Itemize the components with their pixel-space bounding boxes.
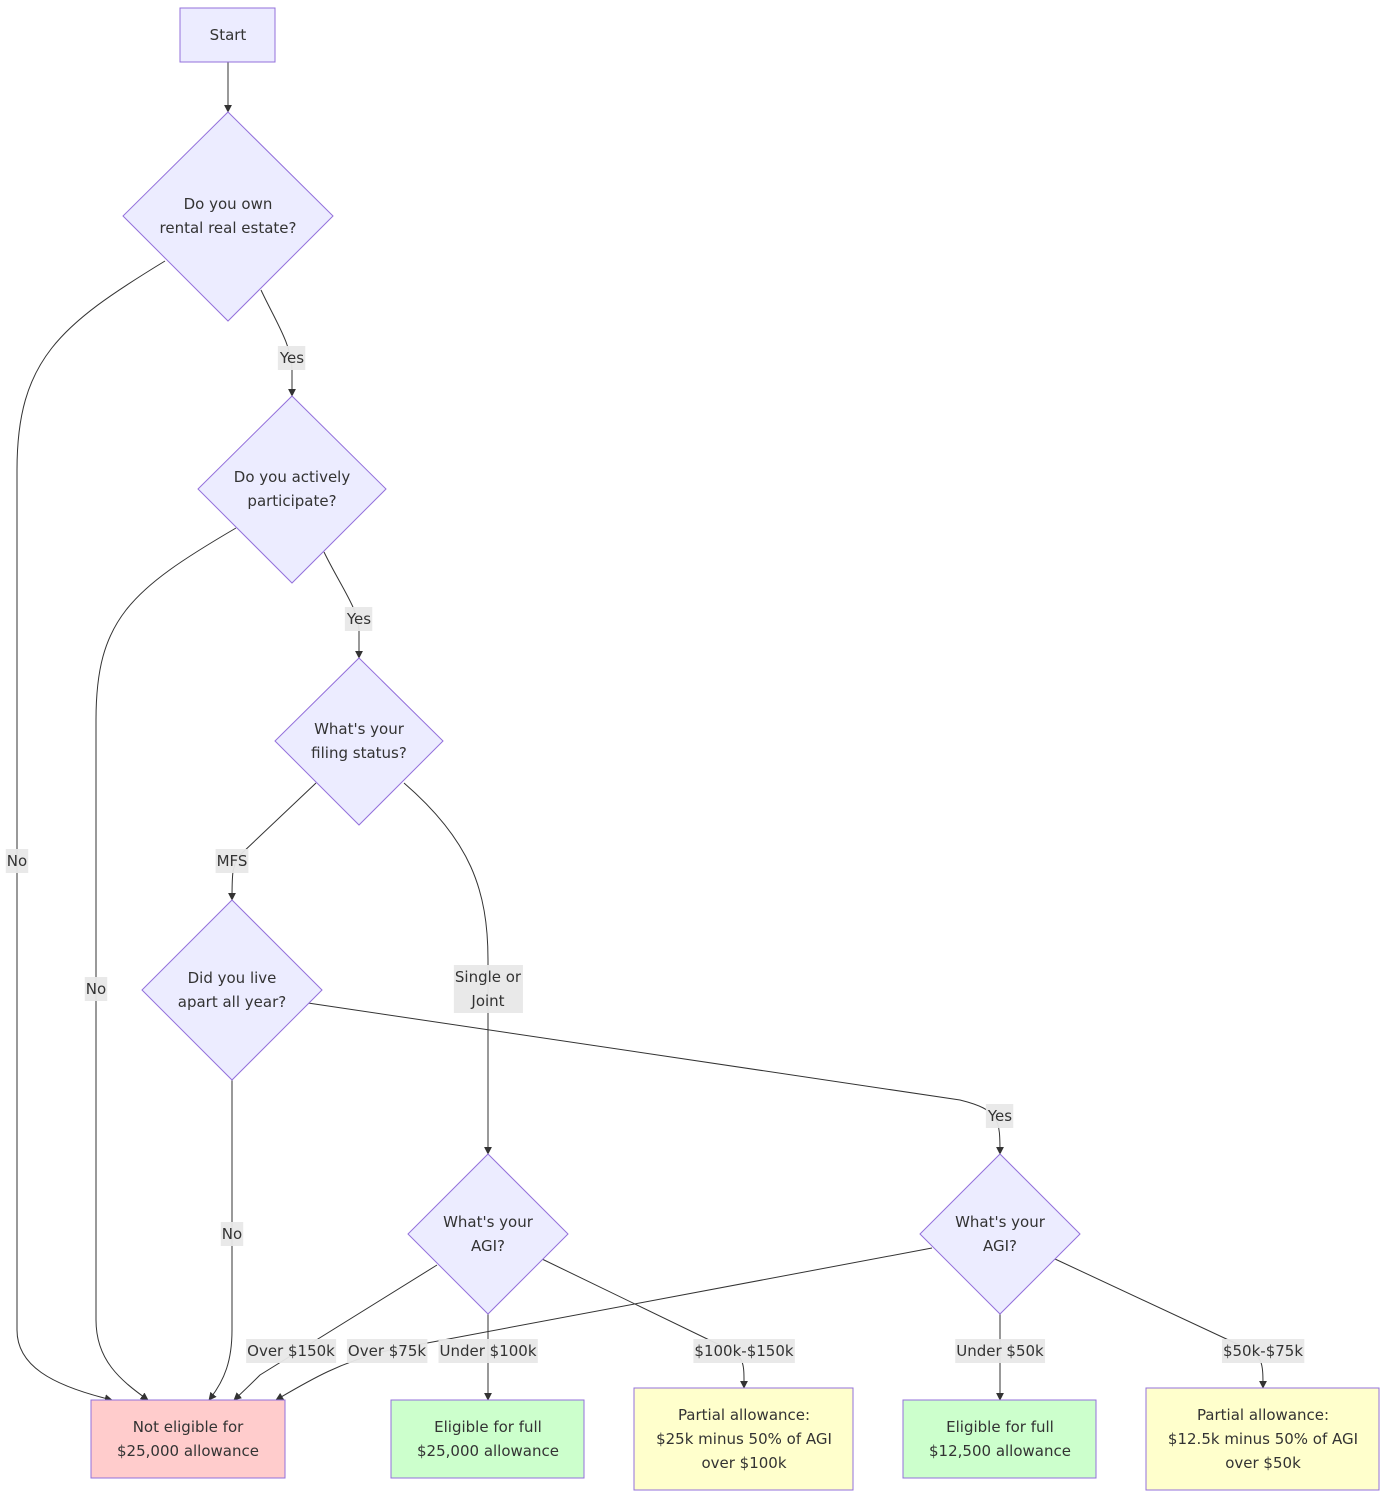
edge-own-rental-yes (260, 289, 296, 397)
edge-label-text: Under $100k (439, 1342, 536, 1360)
edge-label-text: $50k-$75k (1223, 1342, 1303, 1360)
edge-label-agim-over: Over $75k (346, 1339, 428, 1363)
edge-label-background (1221, 1339, 1305, 1363)
edge-label-text: $100k-$150k (694, 1342, 793, 1360)
edge-label-background (985, 1104, 1014, 1128)
edge-agi-joint-over (233, 1264, 438, 1401)
edge-label-apart-yes: Yes (985, 1104, 1014, 1128)
edge-label-text: Yes (346, 610, 371, 628)
edge-label-background (84, 977, 108, 1001)
edge-label-background (215, 849, 249, 873)
edge-apart-no (208, 1080, 233, 1401)
result-not-eligible (90, 1399, 286, 1479)
edge-label-text: Under $50k (956, 1342, 1044, 1360)
decision-actively-participate (197, 395, 387, 584)
edge-label-text: Over $75k (348, 1342, 426, 1360)
edge-label-text: MFS (217, 852, 248, 870)
edge-label-background (344, 607, 373, 631)
node-label-partial-12: Partial allowance:$12.5k minus 50% of AG… (1168, 1406, 1358, 1472)
node-label-eligible-25: Eligible for full$25,000 allowance (417, 1418, 559, 1460)
edge-apart-yes (307, 1002, 1004, 1155)
edge-label-agim-mid: $50k-$75k (1221, 1339, 1305, 1363)
result-eligible-25000 (390, 1399, 585, 1479)
edge-active-no (95, 527, 237, 1401)
decision-agi-single-joint (407, 1153, 569, 1315)
edge-label-text: Yes (987, 1107, 1012, 1125)
edge-active-yes (323, 551, 363, 659)
edge-label-text: Yes (279, 349, 304, 367)
edge-label-filing-mfs: MFS (215, 849, 249, 873)
edge-label-agij-over: Over $150k (246, 1339, 337, 1363)
edge-label-apart-no: No (220, 1222, 244, 1246)
decision-own-rental-real-estate (122, 111, 334, 322)
result-partial-25000 (633, 1387, 854, 1491)
edge-label-text: No (86, 980, 106, 998)
decision-agi-mfs (919, 1153, 1081, 1315)
node-label-not-eligible: Not eligible for$25,000 allowance (117, 1418, 259, 1460)
edge-filing-mfs (228, 782, 317, 901)
edge-agi-mfs-over (275, 1247, 933, 1401)
edge-label-background (346, 1339, 428, 1363)
edge-label-text: No (7, 852, 27, 870)
edge-label-background (438, 1339, 538, 1363)
edge-agi-mfs-mid (1054, 1258, 1267, 1389)
edge-label-background (277, 346, 306, 370)
edge-label-own-yes: Yes (277, 346, 306, 370)
edge-label-background (453, 965, 523, 1013)
edge-label-agij-mid: $100k-$150k (693, 1339, 795, 1363)
edge-label-text: Over $150k (247, 1342, 335, 1360)
edge-own-rental-no (16, 260, 166, 1403)
node-label-eligible-12: Eligible for full$12,500 allowance (929, 1418, 1071, 1460)
start-node (179, 7, 276, 63)
result-eligible-12500 (902, 1399, 1097, 1479)
edge-label-active-yes: Yes (344, 607, 373, 631)
edge-agi-joint-mid (541, 1258, 749, 1389)
edge-label-background (693, 1339, 795, 1363)
edge-label-agim-under: Under $50k (955, 1339, 1046, 1363)
edge-label-own-no: No (5, 849, 29, 873)
edge-label-text: No (222, 1225, 242, 1243)
decision-filing-status (274, 657, 444, 826)
result-partial-12500 (1145, 1387, 1380, 1491)
decision-live-apart-all-year (141, 899, 323, 1081)
edge-label-background (246, 1339, 337, 1363)
edge-label-agij-under: Under $100k (438, 1339, 538, 1363)
edge-filing-single-joint (403, 782, 492, 1155)
edge-label-background (5, 849, 29, 873)
node-label-start: Start (210, 26, 247, 44)
edge-label-active-no: No (84, 977, 108, 1001)
edge-label-background (955, 1339, 1046, 1363)
edge-label-background (220, 1222, 244, 1246)
